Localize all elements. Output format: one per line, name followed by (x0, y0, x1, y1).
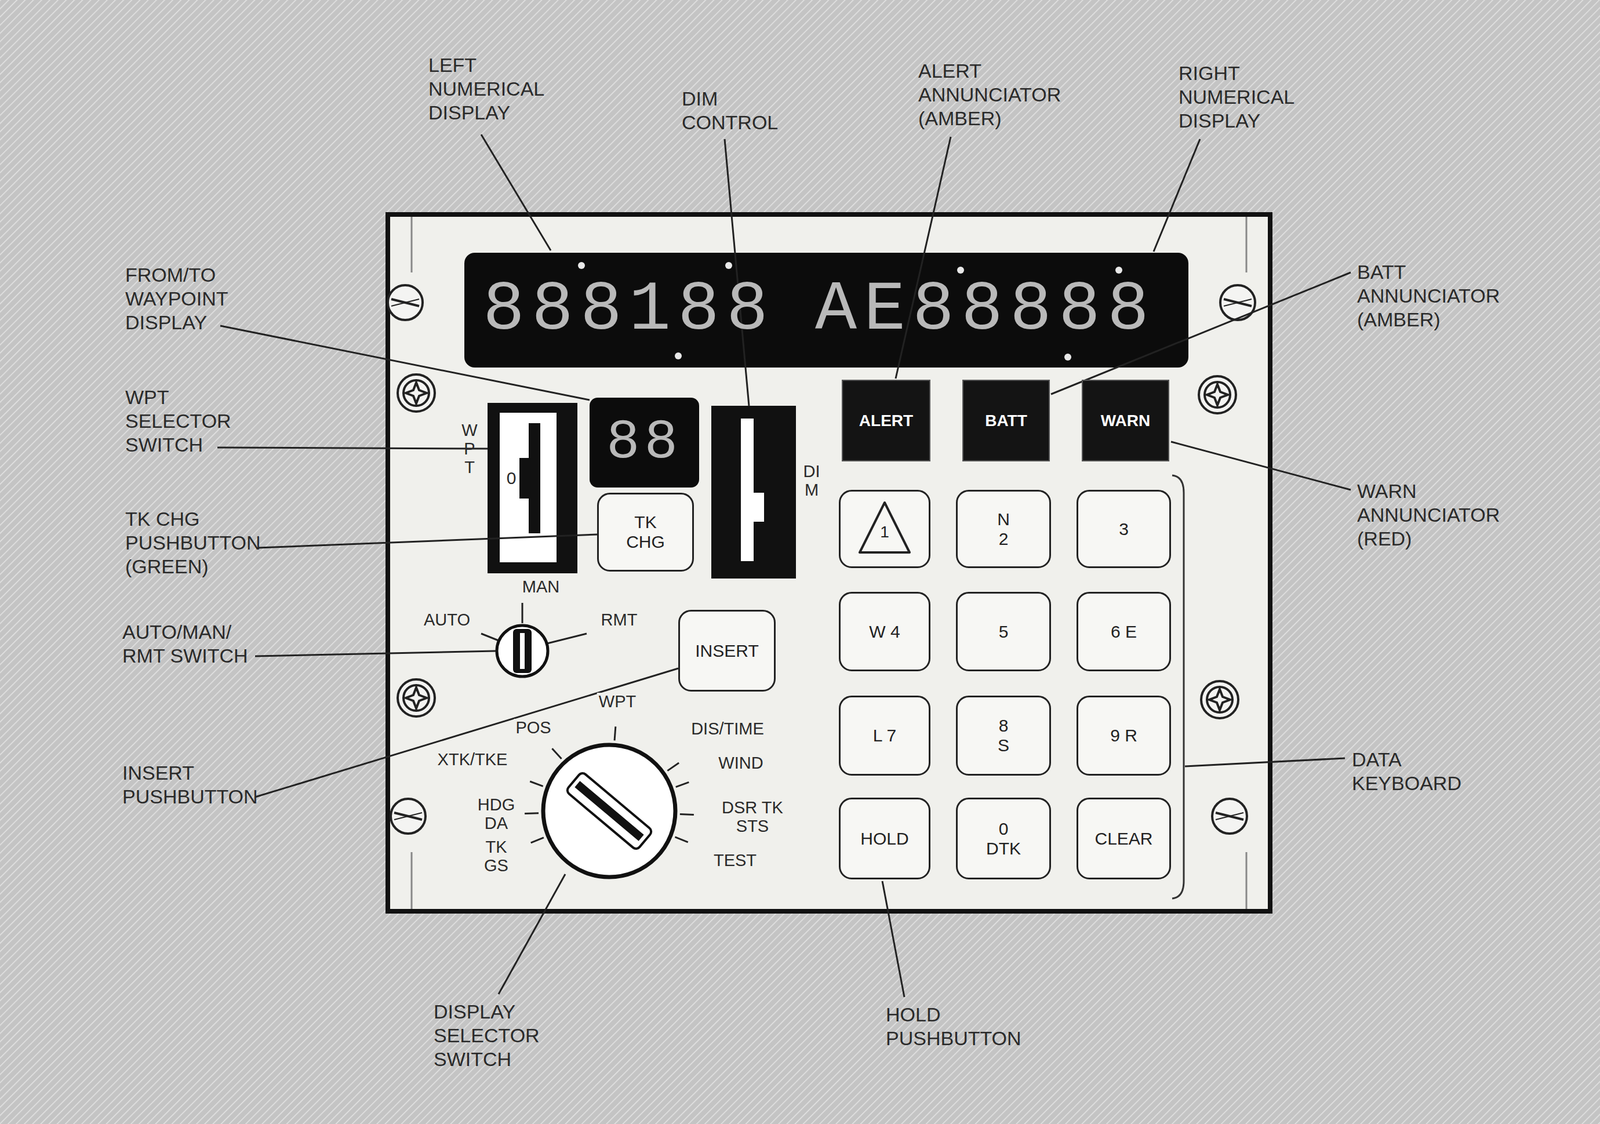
key-legend: 0 (998, 819, 1009, 839)
panel-marking: DIM (803, 462, 821, 500)
key-legend: 2 (998, 529, 1009, 549)
callout-label: INSERT PUSHBUTTON (122, 761, 258, 809)
callout-label: DATA KEYBOARD (1351, 747, 1462, 796)
panel-marking: DSR TK STS (710, 798, 795, 836)
key-legend: L 7 (873, 725, 897, 746)
callout-label: RIGHT NUMERICAL DISPLAY (1178, 61, 1294, 133)
key-legend: W 4 (868, 622, 900, 642)
callout-label: WPT SELECTOR SWITCH (125, 385, 232, 457)
key-legend: WARN (1100, 411, 1151, 431)
segment-digits: 88 (606, 411, 683, 475)
numerical-display: 888188 AE88888 (464, 252, 1189, 368)
key-legend: TK CHG (619, 512, 672, 553)
callout-label: WARN ANNUNCIATOR (RED) (1357, 479, 1500, 551)
display-selector-knob (543, 744, 676, 878)
batt-annunciator: BATT (962, 379, 1050, 462)
key-legend: BATT (984, 411, 1028, 431)
triangle-outline (859, 502, 910, 553)
mode-switch (481, 602, 587, 677)
wpt-selector-switch (487, 402, 578, 574)
keyboard-key: L 7 (838, 695, 931, 776)
keyboard-key: CLEAR (1076, 797, 1172, 880)
callout-label: DISPLAY SELECTOR SWITCH (433, 1000, 540, 1072)
callout-label: DIM CONTROL (681, 86, 778, 135)
panel-marking: WIND (716, 754, 765, 773)
keyboard-key: 5 (955, 591, 1052, 672)
panel-marking: TEST (711, 851, 759, 871)
keyboard-key: 0DTK (955, 797, 1052, 880)
key-legend: N (997, 509, 1010, 530)
alert-annunciator: ALERT (841, 379, 931, 462)
key-legend: 8 (998, 715, 1009, 736)
key-legend: 1 (880, 522, 890, 541)
tk-chg-pushbutton: TK CHG (597, 492, 694, 572)
callout-label: HOLD PUSHBUTTON (885, 1002, 1022, 1051)
selector-tick (675, 782, 690, 787)
selector-tick (531, 837, 544, 843)
selector-tick (614, 726, 616, 741)
panel-marking: AUTO (422, 611, 472, 630)
callout-label: TK CHG PUSHBUTTON (GREEN) (125, 507, 300, 579)
keyboard-key: W 4 (838, 591, 931, 672)
insert-pushbutton: INSERT (678, 609, 776, 692)
selector-tick (524, 812, 539, 815)
keyboard-key: 6 E (1076, 591, 1172, 672)
key-legend: 3 (1118, 519, 1129, 540)
panel-marking: POS (513, 718, 553, 738)
keyboard-key: HOLD (838, 797, 931, 880)
key-legend: 9 R (1110, 725, 1138, 746)
waypoint-display: 88 (589, 397, 700, 488)
keyboard-key: N2 (955, 489, 1052, 569)
key-legend: ALERT (859, 411, 914, 431)
keyboard-bracket (1172, 475, 1184, 899)
waypoint-display (589, 397, 700, 488)
panel-marking: RMT (599, 611, 640, 630)
panel-marking: 0 (506, 468, 517, 489)
numerical-display (464, 252, 1189, 368)
panel-marking: DIS/TIME (689, 720, 766, 739)
segment-digits: 888188 (482, 270, 776, 350)
panel-housing (387, 214, 1271, 912)
key-legend: INSERT (695, 641, 759, 661)
keyboard-key: 1 (838, 489, 931, 569)
selector-tick (529, 781, 543, 787)
segment-digits: AE88888 (815, 270, 1156, 350)
panel-marking: HDG DA (475, 795, 517, 834)
selector-tick (667, 762, 679, 772)
keyboard-key: 3 (1076, 489, 1172, 569)
mounting-screws (387, 285, 1256, 834)
panel-marking: WPT (461, 421, 479, 478)
callout-label: AUTO/MAN/ RMT SWITCH (122, 620, 262, 668)
key-legend: 6 E (1110, 622, 1137, 642)
key-legend: HOLD (860, 828, 909, 849)
callout-label: BATT ANNUNCIATOR (AMBER) (1357, 260, 1500, 332)
keyboard-key: 8S (955, 695, 1052, 776)
leader-lines (217, 134, 1351, 998)
panel-marking: TK GS (482, 838, 511, 876)
key-legend: DTK (986, 838, 1021, 859)
key-legend: CLEAR (1094, 828, 1153, 849)
panel-marking: WPT (597, 692, 638, 712)
panel-marking: XTK/TKE (435, 750, 510, 770)
keyboard-key: 9 R (1076, 695, 1172, 776)
dim-control (711, 405, 796, 579)
warn-annunciator: WARN (1081, 379, 1170, 462)
selector-tick (674, 837, 688, 843)
selector-tick (680, 813, 694, 815)
key-legend: 5 (998, 622, 1009, 642)
callout-label: LEFT NUMERICAL DISPLAY (428, 53, 544, 125)
selector-tick (551, 748, 562, 759)
key-legend: S (997, 735, 1010, 756)
callout-label: FROM/TO WAYPOINT DISPLAY (125, 263, 228, 335)
callout-label: ALERT ANNUNCIATOR (AMBER) (918, 59, 1061, 131)
panel-marking: MAN (520, 577, 562, 597)
